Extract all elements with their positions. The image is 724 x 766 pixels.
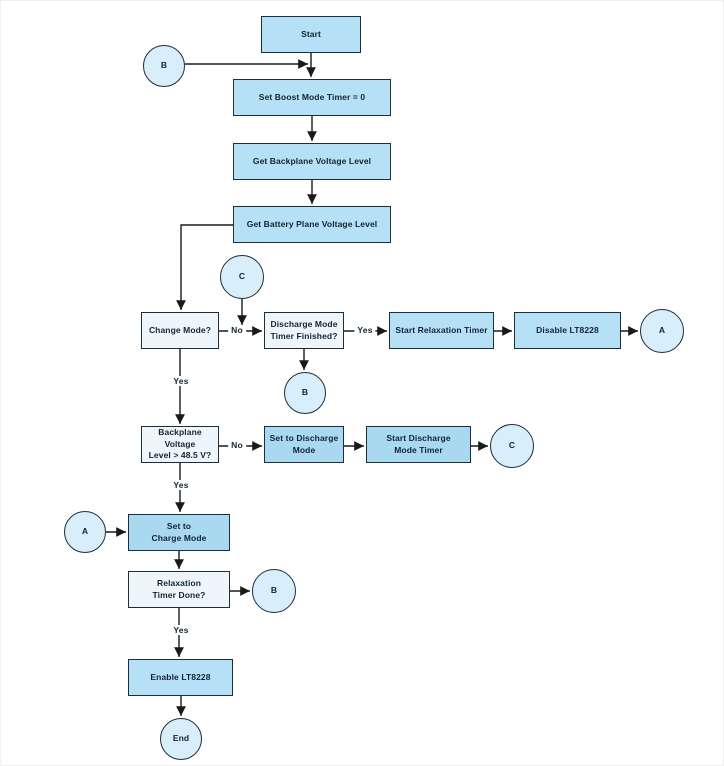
edge-get-battery-to-change-mode: [176, 224, 233, 310]
node-disable-lt8228: Disable LT8228: [514, 312, 621, 349]
edge-label-no-change-mode: No: [228, 325, 246, 335]
node-set-to-discharge-mode: Set to Discharge Mode: [264, 426, 344, 463]
node-relaxation-timer-done-decision: Relaxation Timer Done?: [128, 571, 230, 608]
edge-label-yes-discharge-finished: Yes: [354, 325, 376, 335]
connector-circle-c-out: C: [490, 424, 534, 468]
node-set-to-charge-mode: Set to Charge Mode: [128, 514, 230, 551]
connector-circle-b-bottom: B: [252, 569, 296, 613]
node-set-boost-mode-timer: Set Boost Mode Timer = 0: [233, 79, 391, 116]
node-start-relaxation-timer: Start Relaxation Timer: [389, 312, 494, 349]
node-enable-lt8228: Enable LT8228: [128, 659, 233, 696]
edge-label-no-backplane: No: [228, 440, 246, 450]
node-end: End: [160, 718, 202, 760]
connector-circle-b-mid: B: [284, 372, 326, 414]
node-discharge-timer-finished-decision: Discharge Mode Timer Finished?: [264, 312, 344, 349]
edge-label-yes-change-mode: Yes: [170, 376, 192, 386]
edge-label-yes-relaxation: Yes: [170, 625, 192, 635]
node-change-mode-decision: Change Mode?: [141, 312, 219, 349]
connector-circle-a-out: A: [640, 309, 684, 353]
connector-circle-a-in: A: [64, 511, 106, 553]
node-start: Start: [261, 16, 361, 53]
node-start-discharge-mode-timer: Start Discharge Mode Timer: [366, 426, 471, 463]
connector-circle-c-in: C: [220, 255, 264, 299]
node-get-backplane-voltage: Get Backplane Voltage Level: [233, 143, 391, 180]
node-get-battery-plane-voltage: Get Battery Plane Voltage Level: [233, 206, 391, 243]
edge-label-yes-backplane: Yes: [170, 480, 192, 490]
connector-circle-b-top: B: [143, 45, 185, 87]
node-backplane-voltage-decision: Backplane Voltage Level > 48.5 V?: [141, 426, 219, 463]
